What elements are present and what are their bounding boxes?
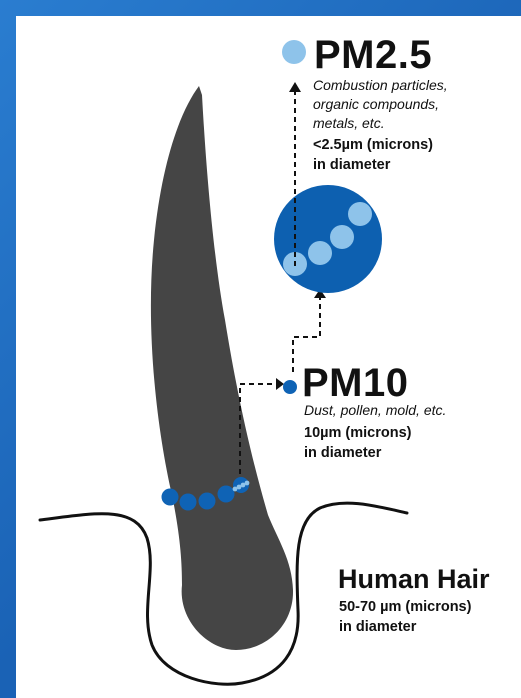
pm25-description-line-1: Combustion particles, (313, 76, 448, 94)
hair-title: Human Hair (338, 565, 490, 593)
hair-size-line-1: 50-70 µm (microns) (339, 598, 471, 617)
pm25-title: PM2.5 (314, 35, 432, 75)
particle-size-diagram (16, 16, 521, 698)
pm25-marker-dot (282, 40, 306, 64)
pm10-description: Dust, pollen, mold, etc. (304, 401, 446, 419)
diagram-panel: PM2.5 Combustion particles, organic comp… (16, 16, 521, 698)
pm10-size-line-2: in diameter (304, 444, 381, 463)
hair-size-line-2: in diameter (339, 618, 416, 637)
pm10-size-line-1: 10µm (microns) (304, 424, 411, 443)
pm25-size-line-2: in diameter (313, 156, 390, 175)
pm25-size-line-1: <2.5µm (microns) (313, 136, 433, 155)
pm10-marker-dot (283, 380, 297, 394)
arrow-head-pm25 (289, 82, 301, 92)
hair-strand (151, 86, 293, 650)
pm25-description-line-3: metals, etc. (313, 114, 385, 132)
magnified-pm10-particle (274, 185, 382, 293)
pm10-title: PM10 (302, 363, 409, 403)
pm25-description-line-2: organic compounds, (313, 95, 439, 113)
arrow-head-pm10 (276, 378, 284, 390)
